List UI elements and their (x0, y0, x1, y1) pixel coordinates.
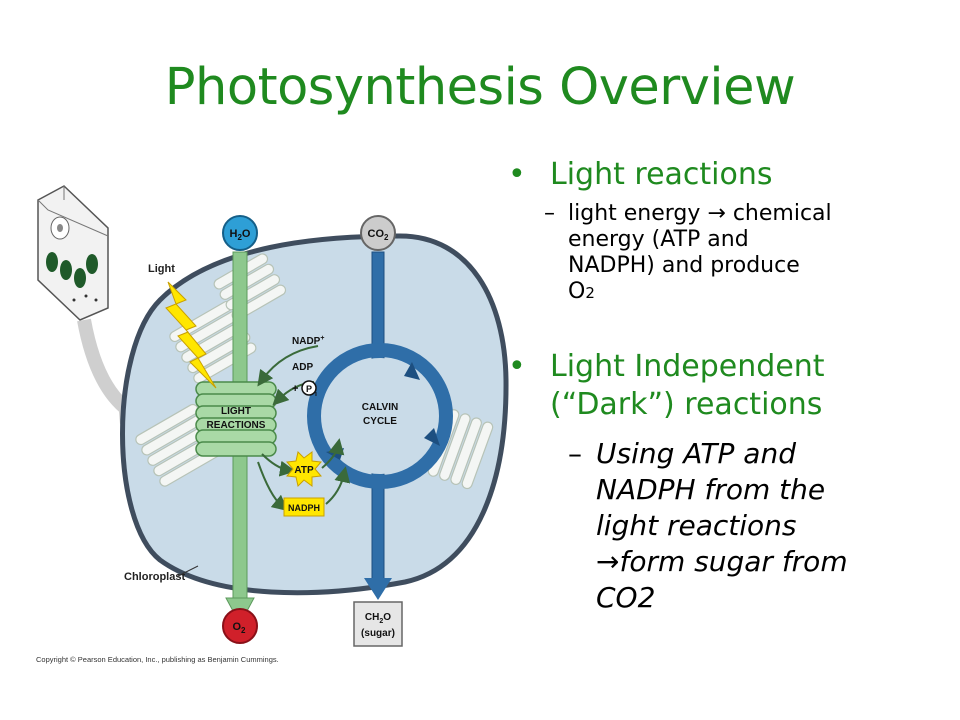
sub-bullet-dash: – (568, 437, 582, 470)
nadph-box (283, 497, 325, 517)
calvin-cycle-ring (307, 343, 453, 489)
plant-cell-thumbnail (37, 185, 109, 321)
sub-bullet-text: Using ATP and NADPH from the light react… (596, 437, 848, 614)
co2-badge (360, 215, 396, 251)
plus-label: + (292, 383, 298, 395)
zoom-arrow (77, 318, 133, 416)
light-label: Light (148, 263, 175, 275)
light-reactions-stack (195, 381, 277, 457)
adp-label: ADP (292, 362, 313, 373)
light-reactions-label-1: LIGHT (221, 406, 251, 417)
nadph-label: NADPH (288, 503, 320, 513)
co2-label: CO2 (368, 228, 390, 242)
pi-icon (301, 380, 317, 396)
thylakoid-stacks (135, 253, 494, 490)
atp-label: ATP (294, 465, 314, 476)
nadp-label: NADP+ (292, 335, 324, 347)
atp-burst-icon (286, 451, 322, 487)
bullet-text: Light reactions (550, 157, 773, 192)
sub-bullet-dash: – (544, 201, 555, 226)
sub-bullet-text: light energy → chemical energy (ATP and … (568, 201, 832, 304)
o2-label: O2 (232, 621, 246, 635)
pi-label: Pi (306, 384, 317, 398)
chloroplast-label: Chloroplast (124, 571, 185, 583)
o2-badge (222, 608, 258, 644)
calvin-cycle-label-1: CALVIN (362, 402, 398, 413)
sugar-box (353, 601, 403, 647)
h2o-badge (222, 215, 258, 251)
bullet-dot: • (508, 349, 526, 384)
sugar-label-2: (sugar) (361, 628, 395, 639)
copyright-text: Copyright © Pearson Education, Inc., pub… (36, 655, 279, 664)
h2o-label: H2O (230, 228, 251, 242)
light-reactions-label-2: REACTIONS (207, 420, 266, 431)
sugar-label-1: CH2O (365, 612, 391, 625)
light-bolt-icon (165, 281, 217, 389)
calvin-cycle-label-2: CYCLE (363, 416, 397, 427)
bullet-dot: • (508, 157, 526, 192)
bullet-text: Light Independent(“Dark”) reactions (550, 349, 825, 422)
slide-title: Photosynthesis Overview (164, 58, 796, 117)
